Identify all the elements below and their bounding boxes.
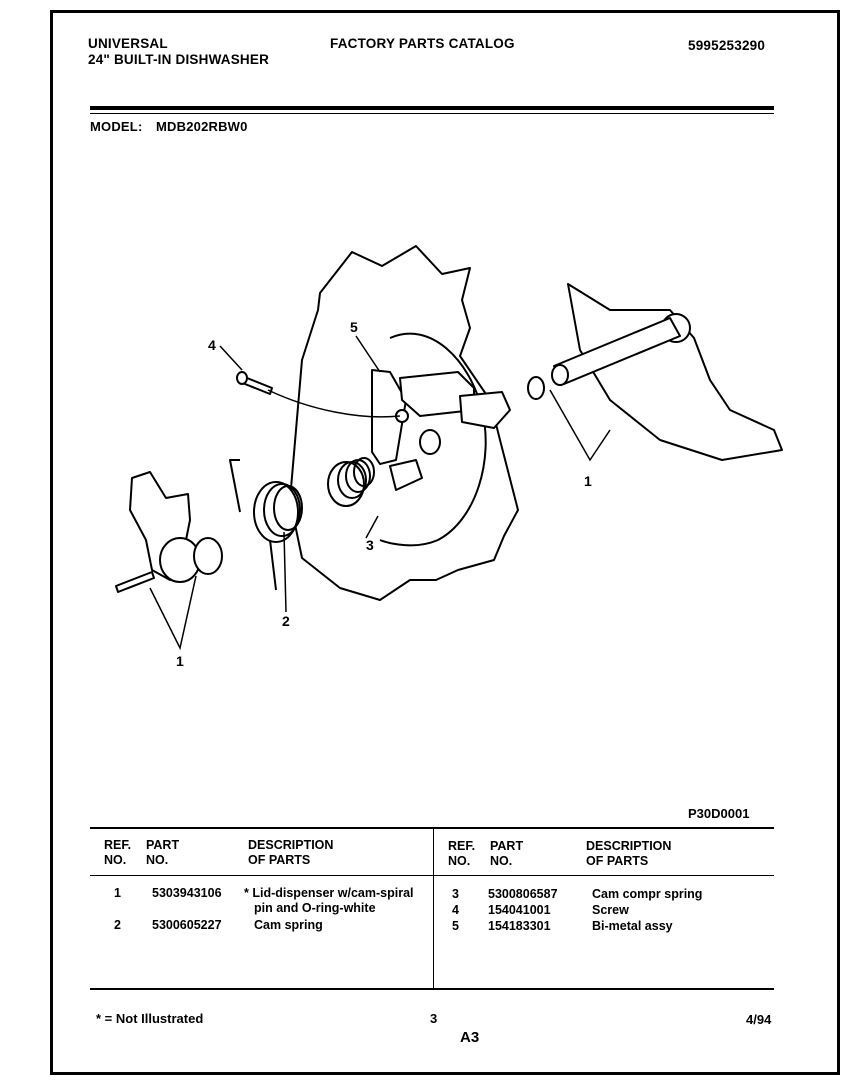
catalog-number: 5995253290 (688, 38, 766, 53)
diagram-code: P30D0001 (688, 806, 750, 821)
right-row-1-part: 5300806587 (488, 887, 558, 901)
callout-1-right: 1 (584, 473, 592, 489)
header-part-right-2: NO. (490, 854, 513, 868)
page-frame (50, 10, 840, 1075)
page-number: 3 (430, 1011, 438, 1026)
header-desc-right-1: DESCRIPTION (586, 839, 672, 853)
header-part-left-2: NO. (146, 853, 169, 867)
right-row-2-desc: Screw (592, 903, 629, 917)
o-ring (527, 376, 545, 400)
table-header-rule (90, 875, 774, 876)
catalog-title: FACTORY PARTS CATALOG (330, 36, 515, 51)
right-row-2-ref: 4 (452, 903, 459, 917)
right-row-1-ref: 3 (452, 887, 459, 901)
left-row-2-desc-1: Cam spring (254, 918, 323, 932)
catalog-date: 4/94 (746, 1012, 772, 1027)
left-row-2-part: 5300605227 (152, 918, 222, 932)
header-desc-left-1: DESCRIPTION (248, 838, 334, 852)
right-row-3-desc: Bi-metal assy (592, 919, 673, 933)
header-rule-thick (90, 106, 774, 110)
cam-spring (253, 481, 299, 543)
callout-3: 3 (366, 537, 374, 553)
lid-dispenser (567, 283, 783, 461)
header-part-left-1: PART (146, 838, 180, 852)
model-number: MDB202RBW0 (156, 119, 248, 134)
brand-name: UNIVERSAL (88, 36, 168, 51)
callout-5: 5 (350, 319, 358, 335)
model-label: MODEL: (90, 119, 143, 134)
right-row-2-part: 154041001 (488, 903, 551, 917)
header-desc-right-2: OF PARTS (586, 854, 649, 868)
callout-1-left: 1 (176, 653, 184, 669)
callout-2: 2 (282, 613, 290, 629)
header-rule-thin (90, 113, 774, 114)
bimetal-terminal (459, 391, 511, 429)
table-bottom-rule (90, 988, 774, 990)
callout-4: 4 (208, 337, 216, 353)
left-row-1-desc-2: pin and O-ring-white (254, 901, 376, 915)
header-ref-right-2: NO. (448, 854, 471, 868)
table-center-divider (433, 829, 434, 988)
plate-recess (379, 332, 487, 547)
table-top-rule (90, 827, 774, 829)
right-row-1-desc: Cam compr spring (592, 887, 703, 901)
cam-pin (115, 571, 155, 593)
bimetal-foot (389, 459, 423, 491)
header-ref-left-2: NO. (104, 853, 127, 867)
left-row-2-ref: 2 (114, 918, 121, 932)
header-ref-right-1: REF. (448, 839, 476, 853)
header-desc-left-2: OF PARTS (248, 853, 311, 867)
right-row-3-ref: 5 (452, 919, 459, 933)
left-row-1-desc-1: * Lid-dispenser w/cam-spiral (244, 886, 414, 900)
right-row-3-part: 154183301 (488, 919, 551, 933)
product-name: 24" BUILT-IN DISHWASHER (88, 52, 270, 67)
exploded-parts-diagram: 4 5 1 3 2 1 (115, 245, 783, 669)
left-row-1-ref: 1 (114, 886, 121, 900)
header-ref-left-1: REF. (104, 838, 132, 852)
section-code: A3 (460, 1029, 480, 1046)
left-row-1-part: 5303943106 (152, 886, 222, 900)
header-part-right-1: PART (490, 839, 524, 853)
footnote-not-illustrated: * = Not Illustrated (96, 1011, 204, 1026)
